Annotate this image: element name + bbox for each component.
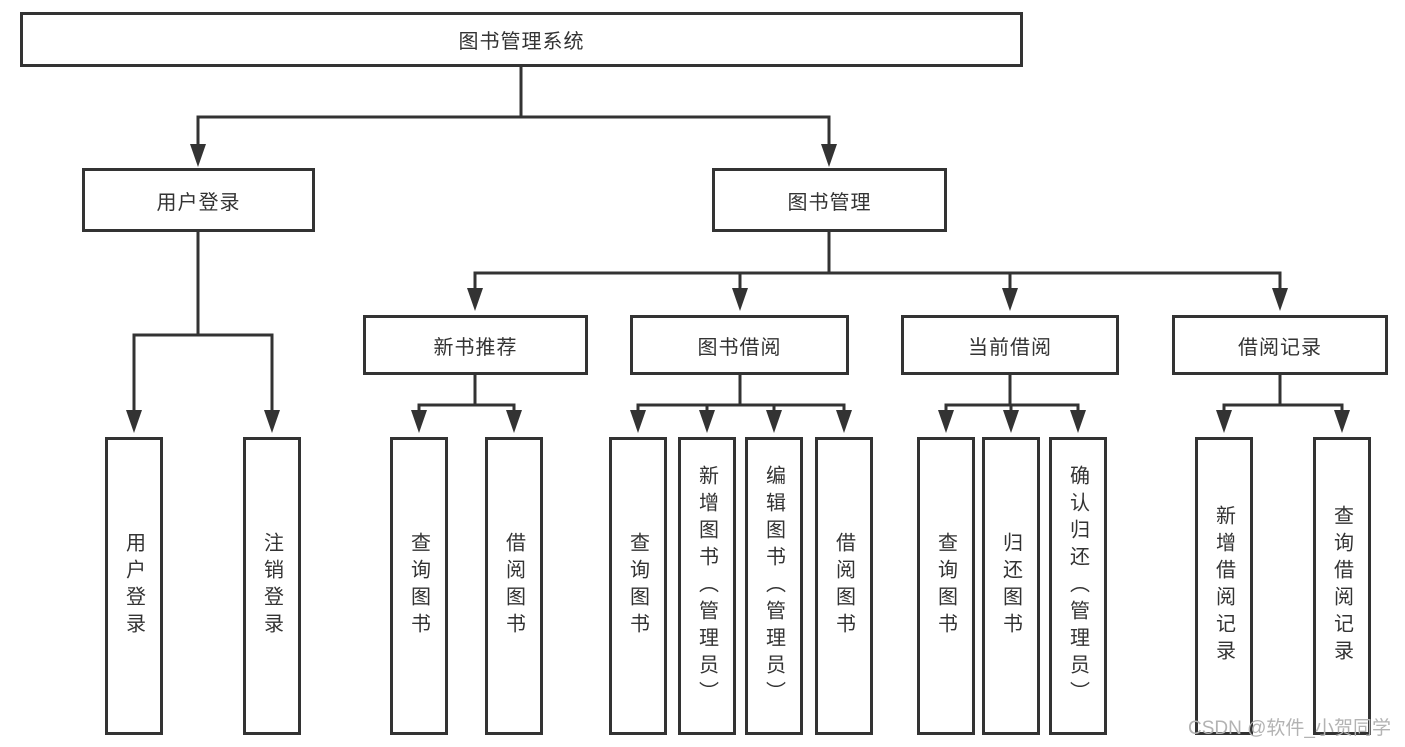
node-book-management: 图书管理 <box>712 168 947 232</box>
leaf-borrow-books-2-label: 借阅图书 <box>832 532 855 640</box>
watermark: CSDN @软件_小贺同学 <box>1188 718 1391 739</box>
leaf-borrow-books-1-label: 借阅图书 <box>502 532 525 640</box>
node-library-management-system: 图书管理系统 <box>20 12 1023 67</box>
leaf-query-books-2-label: 查询图书 <box>626 532 649 640</box>
leaf-return-books-label: 归还图书 <box>999 532 1022 640</box>
node-current-borrow: 当前借阅 <box>901 315 1119 375</box>
leaf-add-borrow-record: 新增借阅记录 <box>1195 437 1253 735</box>
leaf-borrow-books-2: 借阅图书 <box>815 437 873 735</box>
leaf-query-borrow-record-label: 查询借阅记录 <box>1330 505 1353 667</box>
leaf-user-login-label: 用户登录 <box>122 532 145 640</box>
leaf-edit-books-admin-label: 编辑图书（管理员） <box>762 464 785 708</box>
node-borrow-records: 借阅记录 <box>1172 315 1388 375</box>
leaf-query-books-3: 查询图书 <box>917 437 975 735</box>
leaf-edit-books-admin: 编辑图书（管理员） <box>745 437 803 735</box>
leaf-logout: 注销登录 <box>243 437 301 735</box>
leaf-confirm-return-admin-label: 确认归还（管理员） <box>1066 464 1089 708</box>
leaf-logout-label: 注销登录 <box>260 532 283 640</box>
node-new-book-recommend: 新书推荐 <box>363 315 588 375</box>
leaf-borrow-books-1: 借阅图书 <box>485 437 543 735</box>
leaf-query-books-1: 查询图书 <box>390 437 448 735</box>
leaf-query-books-1-label: 查询图书 <box>407 532 430 640</box>
leaf-user-login: 用户登录 <box>105 437 163 735</box>
arrowheads <box>126 144 1350 433</box>
leaf-add-books-admin-label: 新增图书（管理员） <box>695 464 718 708</box>
node-user-login: 用户登录 <box>82 168 315 232</box>
leaf-add-books-admin: 新增图书（管理员） <box>678 437 736 735</box>
leaf-add-borrow-record-label: 新增借阅记录 <box>1212 505 1235 667</box>
leaf-query-books-2: 查询图书 <box>609 437 667 735</box>
leaf-query-borrow-record: 查询借阅记录 <box>1313 437 1371 735</box>
leaf-confirm-return-admin: 确认归还（管理员） <box>1049 437 1107 735</box>
node-book-borrow: 图书借阅 <box>630 315 849 375</box>
leaf-query-books-3-label: 查询图书 <box>934 532 957 640</box>
leaf-return-books: 归还图书 <box>982 437 1040 735</box>
